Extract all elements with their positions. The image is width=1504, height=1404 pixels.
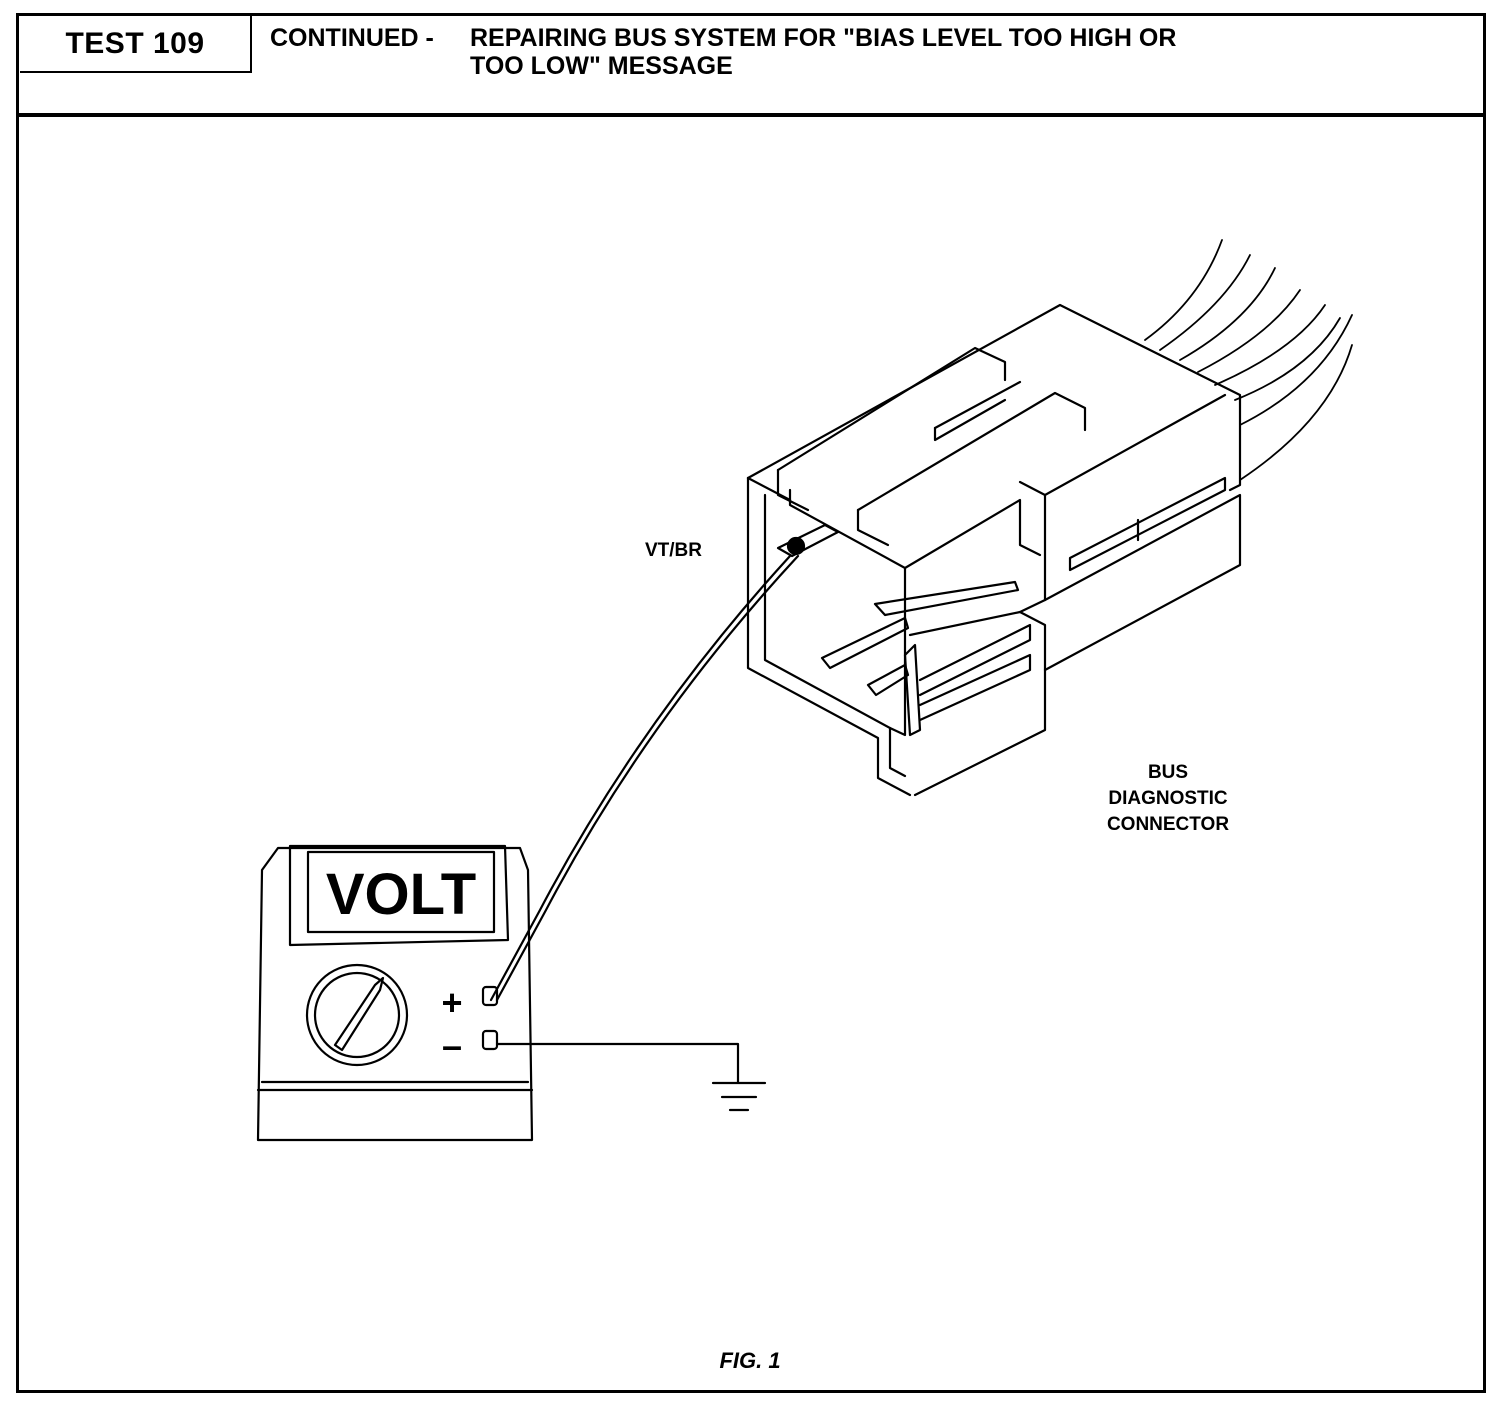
- connector-icon: [746, 303, 1242, 797]
- wire-harness: [1144, 239, 1353, 481]
- connector-label-line1: BUS: [1147, 762, 1189, 783]
- positive-lead: [489, 554, 792, 1002]
- header-prefix: CONTINUED -: [270, 24, 434, 52]
- plus-symbol: +: [441, 982, 462, 1023]
- test-number-box: TEST 109: [20, 16, 252, 73]
- test-label: TEST 109: [65, 26, 205, 60]
- ground-lead: [495, 1042, 740, 1084]
- positive-lead-edge: [495, 554, 800, 1002]
- meter-display-text: VOLT: [326, 862, 476, 927]
- ground-symbol-icon: [711, 1081, 767, 1112]
- figure-caption: FIG. 1: [719, 1348, 781, 1373]
- contact-point: [786, 536, 806, 556]
- connector-label-line2: DIAGNOSTIC: [1108, 788, 1228, 809]
- pin-label-vtbr: VT/BR: [645, 540, 702, 561]
- minus-symbol: –: [442, 1025, 462, 1066]
- connector-label: BUS DIAGNOSTIC CONNECTOR: [1080, 760, 1256, 838]
- voltmeter-icon: [256, 844, 534, 1142]
- header-title-line2: TOO LOW" MESSAGE: [470, 52, 733, 80]
- connector-label-line3: CONNECTOR: [1106, 814, 1230, 835]
- header-title-line1: REPAIRING BUS SYSTEM FOR "BIAS LEVEL TOO…: [470, 24, 1177, 52]
- header-bar: [16, 13, 1486, 117]
